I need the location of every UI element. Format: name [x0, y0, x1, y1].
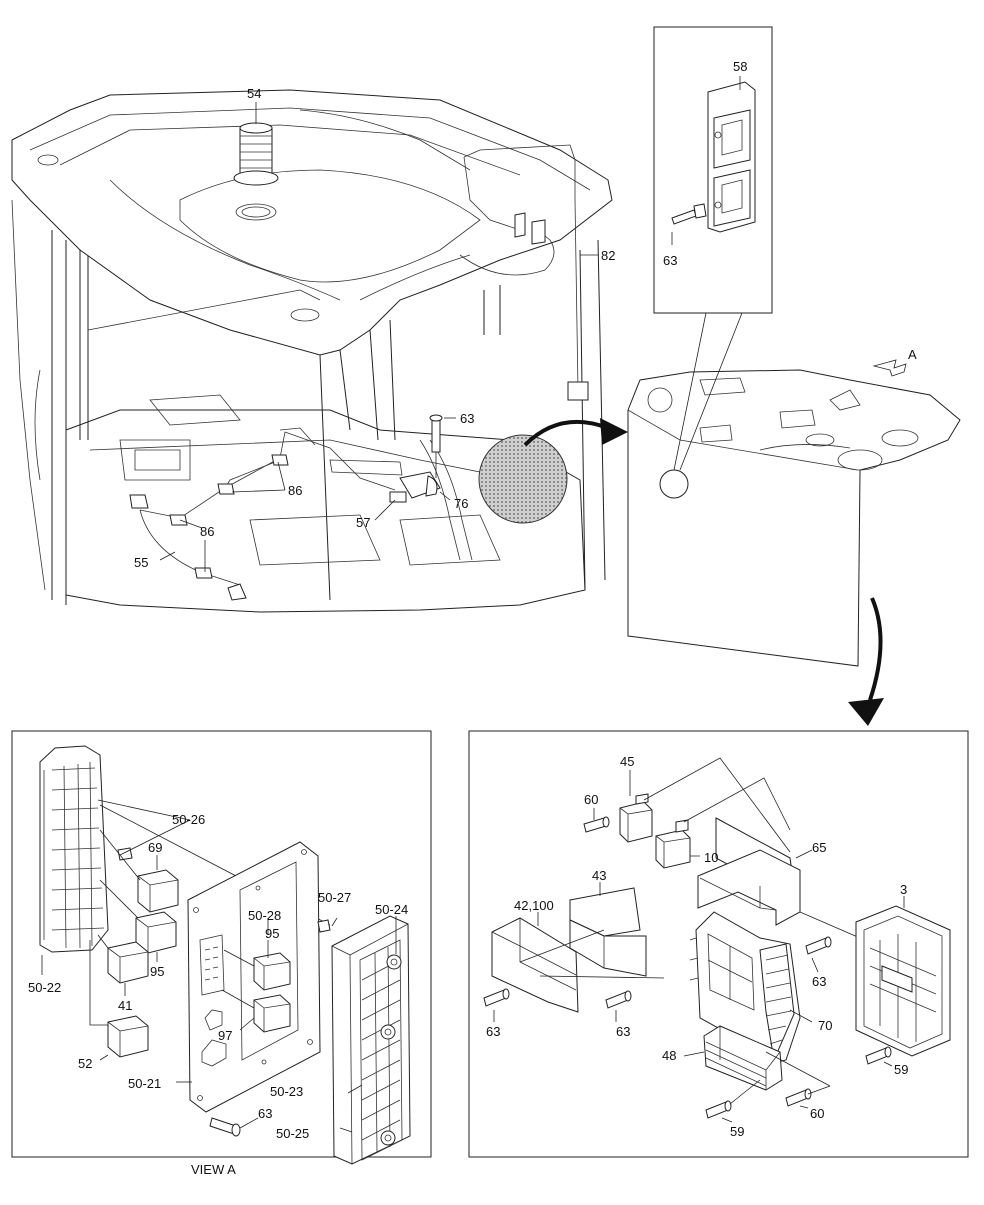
label-60: 60 [810, 1106, 824, 1121]
label-55: 55 [134, 555, 148, 570]
label-50-21: 50-21 [128, 1076, 161, 1091]
label-69: 69 [148, 840, 162, 855]
label-60: 60 [584, 792, 598, 807]
zoom-indicator [478, 418, 628, 524]
label-48: 48 [662, 1048, 676, 1063]
label-63: 63 [663, 253, 677, 268]
label-63: 63 [616, 1024, 630, 1039]
label-86: 86 [200, 524, 214, 539]
label-view-arrow-a: A [908, 347, 917, 362]
label-70: 70 [818, 1018, 832, 1033]
label-52: 52 [78, 1056, 92, 1071]
part-55-harness [129, 427, 396, 601]
label-86: 86 [288, 483, 302, 498]
label-57: 57 [356, 515, 370, 530]
view-a-panel [11, 730, 432, 1165]
label-59: 59 [894, 1062, 908, 1077]
part-76-clamp [374, 414, 456, 521]
label-63: 63 [486, 1024, 500, 1039]
label-50-22: 50-22 [28, 980, 61, 995]
label-50-27: 50-27 [318, 890, 351, 905]
label-65: 65 [812, 840, 826, 855]
label-50-23: 50-23 [270, 1084, 303, 1099]
label-95: 95 [150, 964, 164, 979]
label-76: 76 [454, 496, 468, 511]
part-54-beacon [233, 102, 279, 221]
label-10: 10 [704, 850, 718, 865]
label-59: 59 [730, 1124, 744, 1139]
controller-assembly [468, 730, 969, 1158]
label-95: 95 [265, 926, 279, 941]
cabin-assembly [11, 89, 613, 613]
callout-labels: 54 58 63 82 63 86 86 76 57 55 A 50-26 69… [28, 59, 917, 1177]
label-50-28: 50-28 [248, 908, 281, 923]
label-50-26: 50-26 [172, 812, 205, 827]
label-42-100: 42,100 [514, 898, 554, 913]
label-41: 41 [118, 998, 132, 1013]
label-63: 63 [258, 1106, 272, 1121]
label-50-25: 50-25 [276, 1126, 309, 1141]
label-3: 3 [900, 882, 907, 897]
label-54: 54 [247, 86, 261, 101]
label-50-24: 50-24 [375, 902, 408, 917]
inset-58 [653, 26, 773, 471]
label-58: 58 [733, 59, 747, 74]
view-a-caption: VIEW A [191, 1162, 236, 1177]
label-82: 82 [601, 248, 615, 263]
label-63: 63 [812, 974, 826, 989]
label-63: 63 [460, 411, 474, 426]
part-82-harness [459, 144, 598, 401]
control-panel [627, 359, 961, 726]
label-43: 43 [592, 868, 606, 883]
label-45: 45 [620, 754, 634, 769]
label-97: 97 [218, 1028, 232, 1043]
